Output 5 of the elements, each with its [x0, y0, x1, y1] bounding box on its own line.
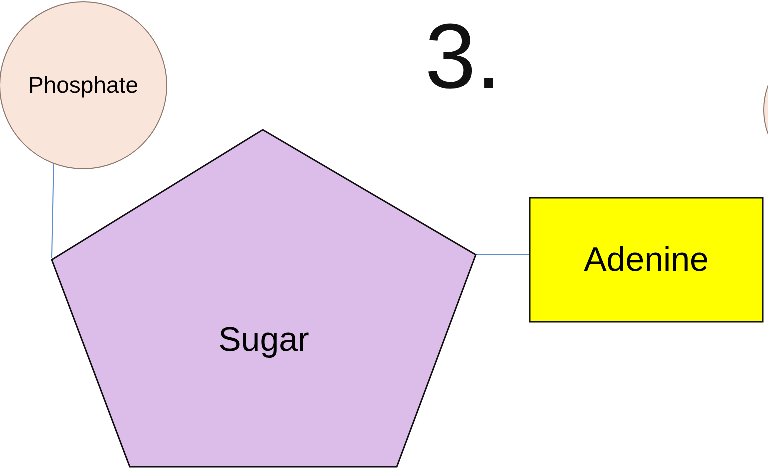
node-label: Phosphate: [28, 72, 140, 100]
node-label: Adenine: [583, 240, 710, 280]
node-label: Sugar: [218, 320, 310, 361]
title: 3.: [425, 5, 502, 110]
connector-line: [474, 254, 530, 256]
